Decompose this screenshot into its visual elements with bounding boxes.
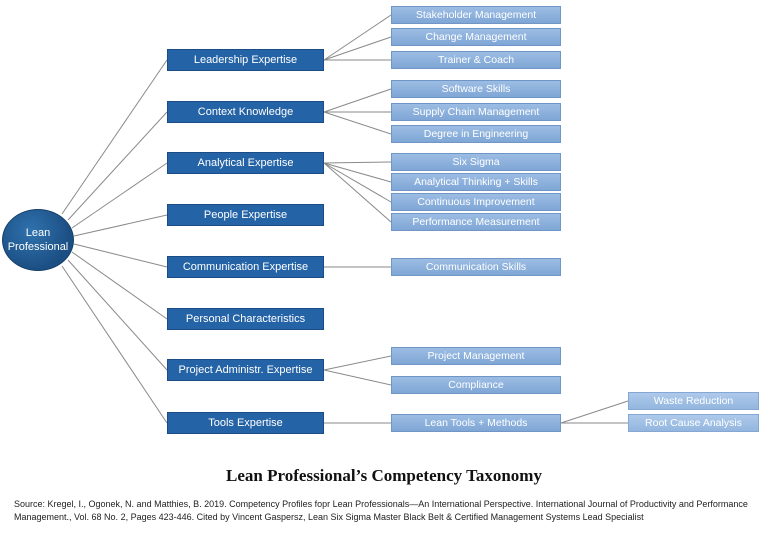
subleaf-root-cause-analysis: Root Cause Analysis bbox=[628, 414, 759, 432]
diagram-title: Lean Professional’s Competency Taxonomy bbox=[226, 466, 542, 485]
leaf-analytical-thinking-skills: Analytical Thinking + Skills bbox=[391, 173, 561, 191]
category-project-administr-expertise: Project Administr. Expertise bbox=[167, 359, 324, 381]
leaf-performance-measurement: Performance Measurement bbox=[391, 213, 561, 231]
source-citation: Source: Kregel, I., Ogonek, N. and Matth… bbox=[14, 499, 748, 522]
leaf-change-management: Change Management bbox=[391, 28, 561, 46]
leaf-stakeholder-management: Stakeholder Management bbox=[391, 6, 561, 24]
category-communication-expertise: Communication Expertise bbox=[167, 256, 324, 278]
leaf-lean-tools-methods: Lean Tools + Methods bbox=[391, 414, 561, 432]
root-label-line1: Lean bbox=[25, 227, 51, 239]
leaf-degree-in-engineering: Degree in Engineering bbox=[391, 125, 561, 143]
root-node-lean-professional: Lean Professional bbox=[2, 209, 74, 271]
root-label-line2: Professional bbox=[7, 241, 69, 253]
category-tools-expertise: Tools Expertise bbox=[167, 412, 324, 434]
leaf-project-management: Project Management bbox=[391, 347, 561, 365]
leaf-software-skills: Software Skills bbox=[391, 80, 561, 98]
leaf-communication-skills: Communication Skills bbox=[391, 258, 561, 276]
leaf-trainer-coach: Trainer & Coach bbox=[391, 51, 561, 69]
category-analytical-expertise: Analytical Expertise bbox=[167, 152, 324, 174]
category-context-knowledge: Context Knowledge bbox=[167, 101, 324, 123]
leaf-six-sigma: Six Sigma bbox=[391, 153, 561, 171]
leaf-supply-chain-management: Supply Chain Management bbox=[391, 103, 561, 121]
category-leadership-expertise: Leadership Expertise bbox=[167, 49, 324, 71]
leaf-compliance: Compliance bbox=[391, 376, 561, 394]
leaf-continuous-improvement: Continuous Improvement bbox=[391, 193, 561, 211]
category-personal-characteristics: Personal Characteristics bbox=[167, 308, 324, 330]
subleaf-waste-reduction: Waste Reduction bbox=[628, 392, 759, 410]
category-people-expertise: People Expertise bbox=[167, 204, 324, 226]
